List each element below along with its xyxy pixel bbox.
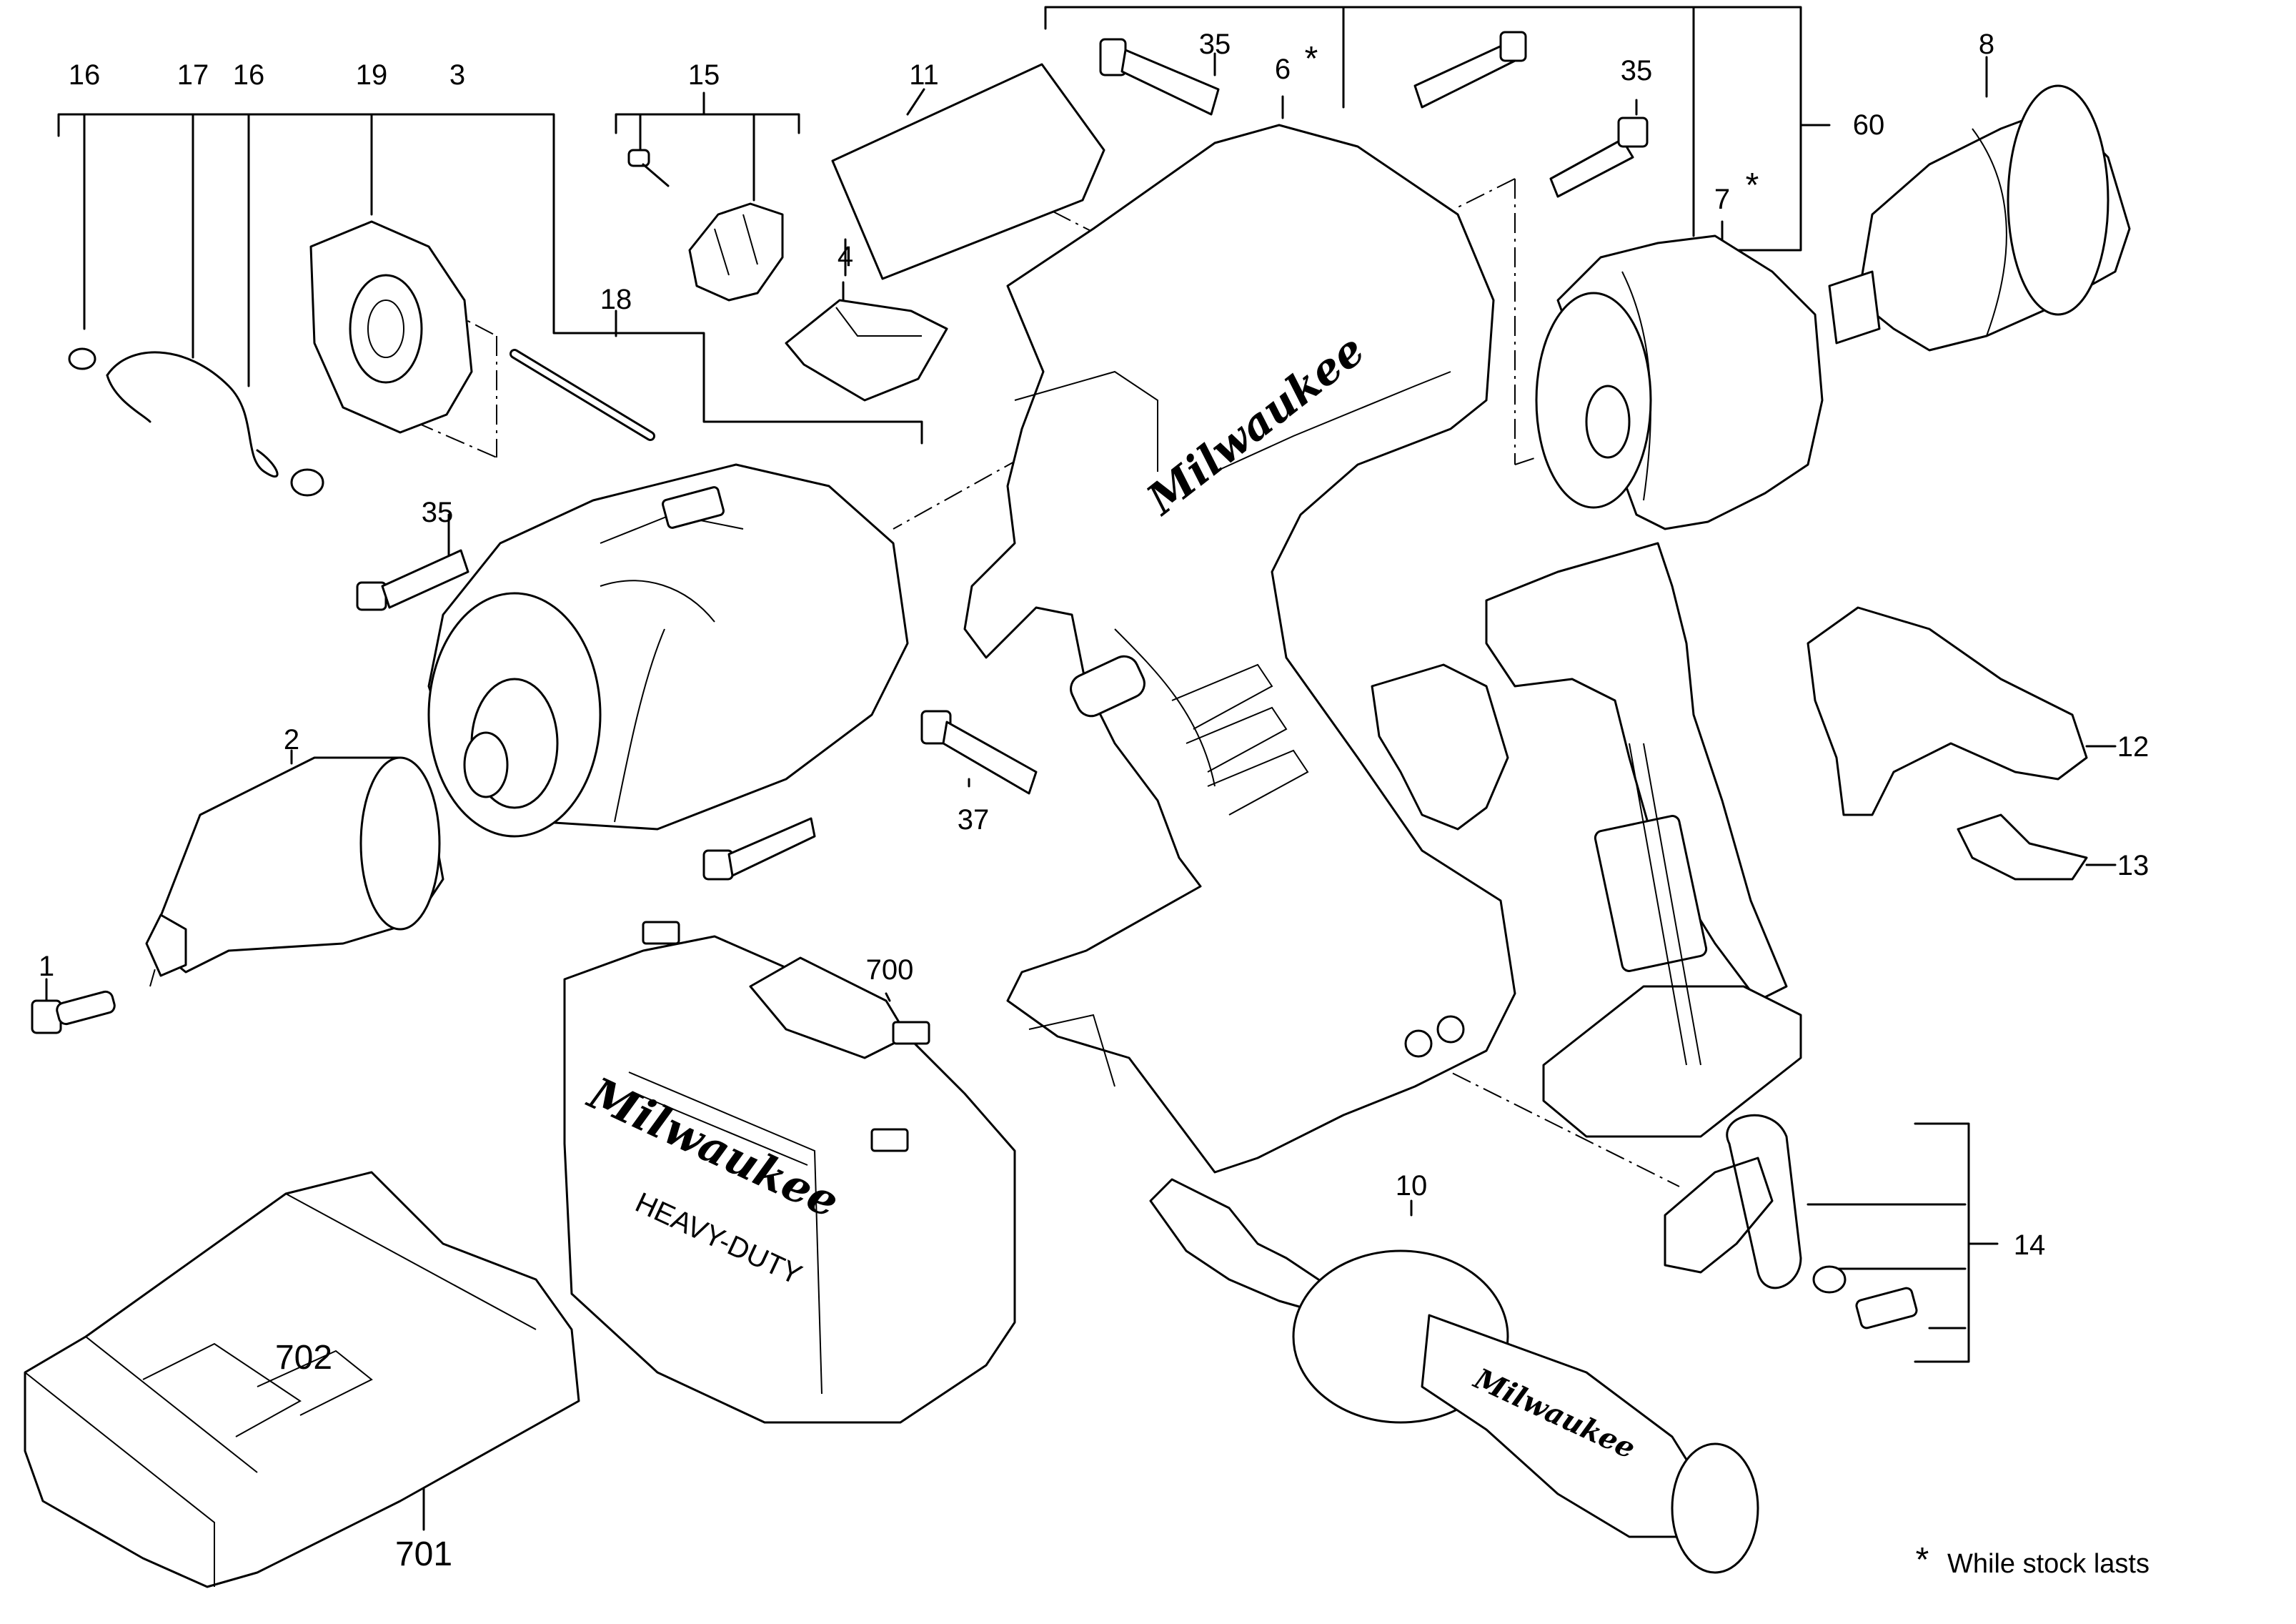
label-35c: 35: [422, 497, 454, 528]
part-19-ring-plate: [309, 220, 473, 434]
screw-35c: [1549, 117, 1649, 198]
label-13: 13: [2117, 850, 2150, 881]
label-18: 18: [600, 284, 632, 315]
part-1-chuck-screw: [31, 990, 116, 1034]
part-8-armature: [1828, 84, 2131, 352]
star-6: *: [1305, 40, 1318, 78]
label-1: 1: [39, 951, 54, 982]
screw-35e: [702, 817, 816, 881]
label-14: 14: [2014, 1229, 2046, 1261]
part-701-case: [24, 1171, 580, 1588]
label-16b: 16: [233, 59, 265, 91]
part-6-housing: Milwaukee: [963, 124, 1516, 1174]
label-10: 10: [1396, 1170, 1428, 1202]
screw-35a: [1099, 38, 1220, 116]
label-6: 6: [1275, 54, 1291, 85]
part-13-spring: [1957, 813, 2088, 881]
footnote-text: While stock lasts: [1947, 1549, 2150, 1579]
part-2-chuck: [145, 756, 444, 977]
label-15: 15: [688, 59, 720, 91]
footnote-star: *: [1916, 1541, 1929, 1579]
part-10-side-handle: Milwaukee: [1149, 1178, 1759, 1574]
bracket-group-15: [615, 91, 800, 202]
label-3: 3: [449, 59, 465, 91]
part-11-label-plate: [831, 63, 1105, 280]
screw-35b: [1413, 31, 1527, 109]
part-15-switch-clip: [627, 149, 784, 302]
label-12: 12: [2117, 731, 2150, 763]
label-17: 17: [177, 59, 209, 91]
screw-35d: [356, 549, 469, 611]
part-labels: 16 17 16 19 3 15 11 35 6 * 35 60 8 7 * 1…: [39, 29, 2149, 1573]
part-3-gearbox: [427, 463, 909, 838]
label-8: 8: [1979, 29, 1994, 60]
part-18-pin: [510, 349, 655, 441]
label-2: 2: [284, 724, 299, 756]
label-4: 4: [838, 241, 853, 272]
label-16a: 16: [69, 59, 101, 91]
label-700: 700: [866, 954, 914, 986]
label-701: 701: [395, 1535, 452, 1573]
label-35a: 35: [1199, 29, 1231, 60]
bracket-group-3: [57, 113, 923, 445]
label-19: 19: [356, 59, 388, 91]
part-7-stator: [1535, 234, 1824, 530]
footnote: * While stock lasts: [1916, 1541, 2150, 1579]
label-11: 11: [909, 59, 939, 91]
part-700-carry-case: Milwaukee HEAVY-DUTY: [563, 921, 1016, 1424]
label-35b: 35: [1621, 55, 1653, 86]
switch-module-assembly: [1371, 542, 1802, 1138]
bracket-group-60: [1044, 6, 1831, 252]
part-702-insert: [257, 1350, 373, 1416]
label-60: 60: [1853, 109, 1885, 141]
label-7: 7: [1714, 184, 1730, 215]
part-12-speed-lever: [1807, 606, 2088, 816]
label-702: 702: [275, 1339, 332, 1377]
bracket-group-14: [1807, 1122, 1999, 1363]
part-4-forward-reverse-button: [785, 299, 948, 402]
star-7: *: [1746, 167, 1759, 204]
screw-37: [920, 710, 1038, 795]
part-14-belt-clip: [1664, 1114, 1918, 1330]
label-37: 37: [958, 804, 990, 836]
part-16-17-spring-washers: [68, 347, 324, 497]
